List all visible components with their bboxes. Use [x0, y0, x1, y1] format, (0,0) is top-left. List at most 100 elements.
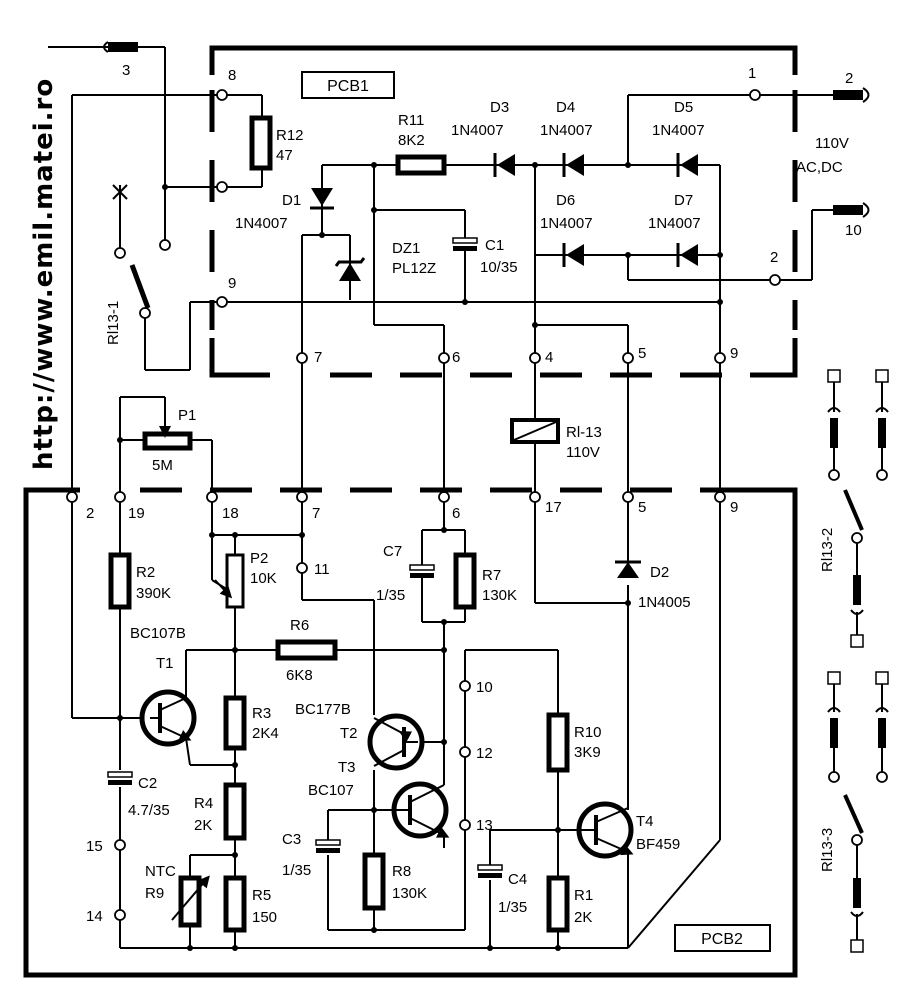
pcb1-wires: [48, 46, 835, 495]
t3-transistor: [374, 781, 450, 848]
r7-body: [453, 552, 477, 610]
t3-value: BC107: [308, 782, 354, 799]
pcb1-label: PCB1: [327, 78, 369, 95]
c1-capacitor: [452, 237, 478, 251]
r2-body: [108, 552, 132, 610]
relay-value: 110V: [566, 444, 600, 461]
c7-value: 1/35: [376, 587, 405, 604]
t4-transistor: [576, 801, 634, 948]
r11-name: R11: [398, 112, 424, 129]
svg-text:5: 5: [638, 499, 646, 516]
c7-name: C7: [383, 543, 402, 560]
d1-name: D1: [282, 192, 301, 209]
r5-name: R5: [252, 887, 271, 904]
t1-value: BC107B: [130, 625, 186, 642]
d4-value: 1N4007: [540, 122, 593, 139]
r6-name: R6: [290, 617, 309, 634]
d5-value: 1N4007: [652, 122, 705, 139]
p1-name: P1: [178, 407, 196, 424]
svg-text:19: 19: [128, 505, 145, 522]
r5-value: 150: [252, 909, 277, 926]
c1-name: C1: [485, 237, 504, 254]
t1-name: T1: [156, 655, 174, 672]
d1-value: 1N4007: [235, 215, 288, 232]
p2-value: 10K: [250, 570, 277, 587]
r4-value: 2K: [194, 817, 212, 834]
d2-name: D2: [650, 564, 669, 581]
d6-value: 1N4007: [540, 215, 593, 232]
d2-diode: [615, 560, 641, 578]
d3-value: 1N4007: [451, 122, 504, 139]
supply-type: AC,DC: [796, 159, 843, 176]
d2-value: 1N4005: [638, 594, 691, 611]
svg-text:4: 4: [545, 349, 553, 366]
c2-name: C2: [138, 775, 157, 792]
relay-coil-slash: [513, 421, 557, 441]
pcb2-label: PCB2: [701, 931, 743, 948]
svg-text:15: 15: [86, 838, 103, 855]
svg-text:17: 17: [545, 499, 562, 516]
pcb1-pad-labels: 8 1 9 7 6 4 5 9: [228, 65, 756, 366]
svg-text:7: 7: [314, 349, 322, 366]
c3-value: 1/35: [282, 862, 311, 879]
r8-value: 130K: [392, 885, 427, 902]
r12-value: 47: [276, 147, 293, 164]
svg-text:11: 11: [314, 561, 330, 578]
r12-name: R12: [276, 127, 304, 144]
r10-body: [546, 712, 570, 773]
pcb2-border: [23, 487, 798, 978]
connector-10: 10: [833, 202, 870, 239]
r1-value: 2K: [574, 909, 592, 926]
d6-diode: [562, 243, 584, 267]
rl13-1-label: Rl13-1: [105, 301, 122, 345]
r10-value: 3K9: [574, 744, 601, 761]
r12-body: [249, 115, 273, 171]
p1-value: 5M: [152, 457, 173, 474]
r11-value: 8K2: [398, 132, 425, 149]
t2-name: T2: [340, 725, 358, 742]
svg-text:5: 5: [638, 345, 646, 362]
d6-name: D6: [556, 192, 575, 209]
r7-name: R7: [482, 567, 501, 584]
ntc-sub: R9: [145, 885, 164, 902]
rl13-1-switch: [112, 184, 151, 309]
d3-name: D3: [490, 99, 509, 116]
pcb1-label-box: [301, 71, 395, 99]
r8-body: [362, 852, 386, 911]
t2-value: BC177B: [295, 701, 351, 718]
dz1-value: PL12Z: [392, 260, 436, 277]
r3-body: [223, 695, 247, 751]
t1-transistor: [139, 689, 197, 747]
dz1-zener: [334, 257, 366, 281]
pcb2-junctions: [117, 437, 631, 951]
d7-name: D7: [674, 192, 693, 209]
ntc-arrow: [171, 875, 210, 921]
svg-text:3: 3: [122, 62, 130, 79]
svg-text:18: 18: [222, 505, 239, 522]
pcb1-border: [209, 45, 798, 378]
r1-body: [546, 875, 570, 933]
d1-diode: [310, 188, 334, 210]
relay-name: Rl-13: [566, 424, 602, 441]
d4-diode: [562, 153, 584, 177]
pcb1-junctions: [162, 162, 723, 328]
r3-name: R3: [252, 705, 271, 722]
t4-value: BF459: [636, 836, 680, 853]
p2-wiper: [214, 579, 233, 599]
rl13-3-label: Rl13-3: [819, 828, 836, 872]
d7-value: 1N4007: [648, 215, 701, 232]
r6-value: 6K8: [286, 667, 313, 684]
dz1-name: DZ1: [392, 240, 420, 257]
svg-text:8: 8: [228, 67, 236, 84]
ntc-body: [178, 875, 202, 928]
svg-text:10: 10: [476, 679, 493, 696]
t3-name: T3: [338, 759, 356, 776]
pcb1-pads: [114, 89, 781, 364]
r4-name: R4: [194, 795, 213, 812]
r8-name: R8: [392, 863, 411, 880]
c1-value: 10/35: [480, 259, 518, 276]
d3-diode: [493, 153, 515, 177]
r7-value: 130K: [482, 587, 517, 604]
r2-value: 390K: [136, 585, 171, 602]
d5-diode: [676, 153, 698, 177]
